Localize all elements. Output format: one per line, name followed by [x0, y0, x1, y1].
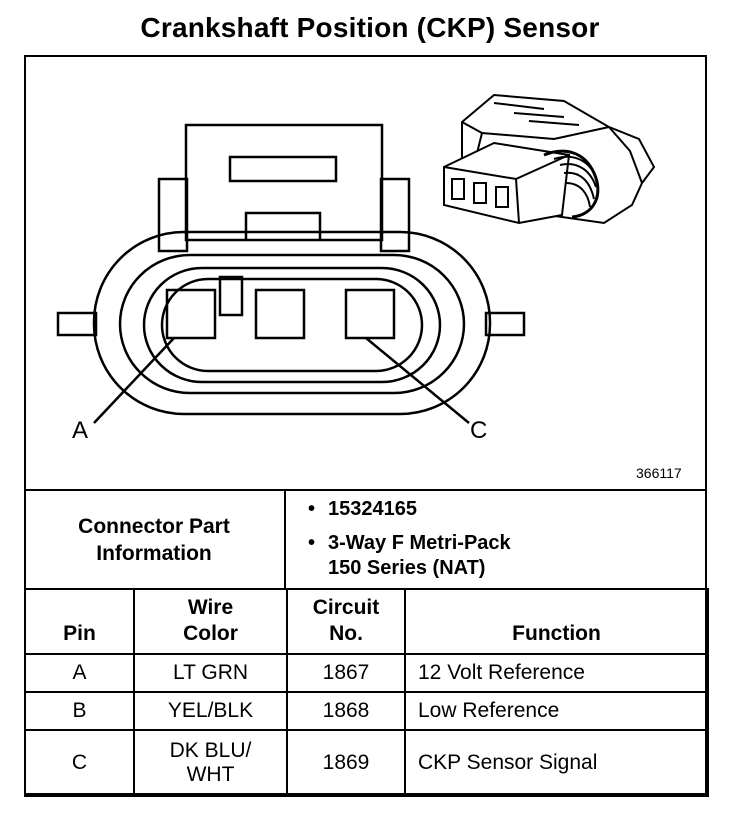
- connector-iso-drawing: [443, 93, 656, 225]
- table-row: C DK BLU/WHT 1869 CKP Sensor Signal: [24, 729, 709, 797]
- right-tab: [484, 311, 526, 337]
- pin-a-label: A: [72, 417, 89, 444]
- cell-pin: A: [24, 653, 135, 693]
- part-number-item: • 15324165: [308, 497, 417, 522]
- cell-wire-color: DK BLU/WHT: [133, 729, 288, 797]
- cell-wire-color: LT GRN: [133, 653, 288, 693]
- connector-description-item: • 3-Way F Metri-Pack 150 Series (NAT): [308, 531, 511, 581]
- cell-function: Low Reference: [404, 691, 709, 731]
- connector-face-drawing: [56, 93, 656, 424]
- connector-body: [92, 230, 492, 416]
- pin-c-label: C: [470, 417, 488, 444]
- cell-circuit: 1869: [286, 729, 406, 797]
- cell-circuit: 1867: [286, 653, 406, 693]
- connector-info-values: • 15324165 • 3-Way F Metri-Pack 150 Seri…: [286, 491, 705, 589]
- page-title: Crankshaft Position (CKP) Sensor: [140, 12, 600, 43]
- leader-line-a: [93, 337, 175, 424]
- latch-window: [228, 155, 338, 183]
- connector-info-label: Connector Part Information: [24, 491, 286, 589]
- bullet-icon: •: [308, 498, 316, 520]
- header-function: Function: [404, 588, 709, 655]
- connector-info-label-line2: Information: [96, 542, 212, 565]
- cell-function: CKP Sensor Signal: [404, 729, 709, 797]
- leader-line-c: [365, 337, 470, 424]
- connector-description-line1: 3-Way F Metri-Pack: [328, 532, 511, 554]
- cell-pin: B: [24, 691, 135, 731]
- figure-number: 366117: [636, 465, 682, 481]
- latch-housing: [184, 123, 384, 242]
- part-number: 15324165: [328, 498, 417, 520]
- cell-wire-color: YEL/BLK: [133, 691, 288, 731]
- cell-circuit: 1868: [286, 691, 406, 731]
- cell-function: 12 Volt Reference: [404, 653, 709, 693]
- connector-info-label-line1: Connector Part: [78, 515, 230, 538]
- cell-pin: C: [24, 729, 135, 797]
- pin-cavity-b: [254, 288, 306, 340]
- pin-cavity-a: [165, 288, 217, 340]
- pin-cavity-c: [344, 288, 396, 340]
- left-tab: [56, 311, 98, 337]
- bullet-icon: •: [308, 532, 316, 554]
- connector-info-section: Connector Part Information • 15324165 • …: [24, 489, 707, 589]
- header-pin: Pin: [24, 588, 135, 655]
- connector-description-line2: 150 Series (NAT): [328, 557, 486, 579]
- table-row: B YEL/BLK 1868 Low Reference: [24, 691, 709, 731]
- connector-diagram: A C 366117: [24, 55, 707, 490]
- table-row: A LT GRN 1867 12 Volt Reference: [24, 653, 709, 693]
